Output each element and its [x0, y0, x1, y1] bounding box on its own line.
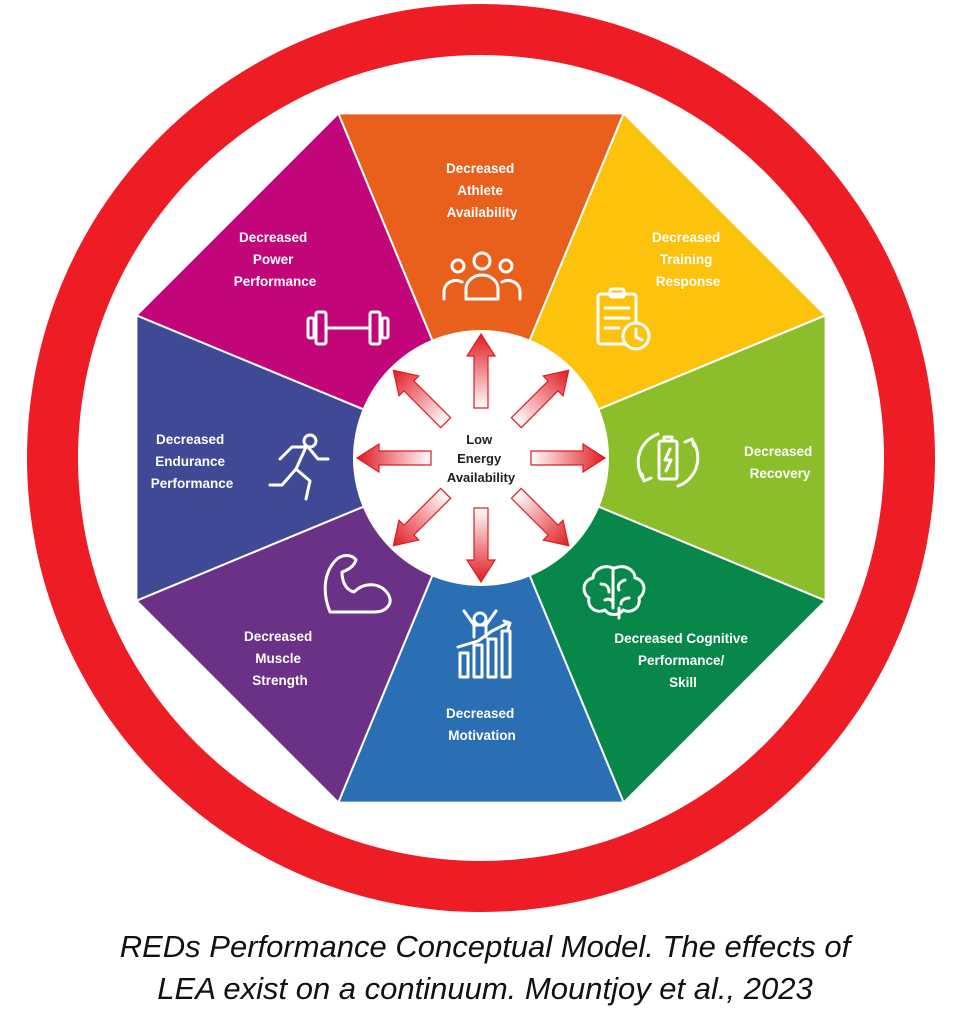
label-cognitive-performance: Decreased Cognitive Performance/ Skill — [614, 631, 751, 690]
label-athlete-availability-line-3: Availability — [447, 205, 518, 220]
label-athlete-availability-line-1: Decreased — [446, 161, 514, 176]
label-motivation: Decreased Motivation — [446, 706, 518, 743]
arrow-cognitive-performance — [510, 487, 570, 547]
label-endurance-performance-line-2: Endurance — [155, 454, 225, 469]
label-endurance-performance: Decreased Endurance Performance — [151, 432, 234, 491]
label-cognitive-performance-line-1: Decreased Cognitive — [614, 631, 748, 646]
people-icon — [442, 251, 522, 301]
label-power-performance-line-1: Decreased — [239, 230, 307, 245]
label-training-response-line-2: Training — [660, 252, 713, 267]
center-line-2: Energy — [457, 451, 502, 466]
segment-labels: Decreased Athlete Availability Decreased… — [151, 161, 816, 743]
arrow-power-performance — [392, 369, 452, 429]
label-cognitive-performance-line-2: Performance/ — [638, 653, 725, 668]
label-training-response-line-3: Response — [656, 274, 721, 289]
center-line-3: Availability — [447, 470, 516, 485]
icons — [268, 251, 700, 679]
arrow-recovery — [530, 442, 607, 474]
label-recovery: Decreased Recovery — [744, 444, 816, 481]
label-recovery-line-1: Decreased — [744, 444, 812, 459]
label-endurance-performance-line-1: Decreased — [156, 432, 224, 447]
center-line-1: Low — [466, 432, 493, 447]
brain-icon — [582, 565, 646, 620]
label-power-performance: Decreased Power Performance — [234, 230, 317, 289]
label-muscle-strength: Decreased Muscle Strength — [244, 629, 316, 688]
label-muscle-strength-line-3: Strength — [252, 673, 308, 688]
label-cognitive-performance-line-3: Skill — [669, 675, 697, 690]
label-muscle-strength-line-2: Muscle — [255, 651, 301, 666]
flexed-arm-icon — [323, 554, 392, 614]
label-motivation-line-2: Motivation — [448, 728, 516, 743]
label-muscle-strength-line-1: Decreased — [244, 629, 312, 644]
arrow-training-response — [510, 369, 570, 429]
arrow-athlete-availability — [465, 332, 497, 409]
arrows — [355, 332, 607, 584]
label-training-response-line-1: Decreased — [652, 230, 720, 245]
center-label: Low Energy Availability — [447, 432, 516, 485]
dumbbell-icon — [306, 310, 390, 346]
label-motivation-line-1: Decreased — [446, 706, 514, 721]
arrow-motivation — [465, 507, 497, 584]
label-power-performance-line-2: Power — [253, 252, 294, 267]
battery-cycle-icon — [636, 432, 700, 488]
arrow-endurance-performance — [355, 442, 432, 474]
label-endurance-performance-line-3: Performance — [151, 476, 234, 491]
label-athlete-availability-line-2: Athlete — [457, 183, 503, 198]
clipboard-clock-icon — [596, 287, 651, 351]
label-recovery-line-2: Recovery — [750, 466, 811, 481]
reds-diagram: REDs: Relative Energy Deficiency in Spor… — [27, 4, 935, 912]
caption-line-1: REDs Performance Conceptual Model. The e… — [119, 929, 851, 964]
celebrating-person-chart-icon — [456, 609, 512, 679]
caption-line-2: LEA exist on a continuum. Mountjoy et al… — [157, 971, 813, 1006]
runner-icon — [268, 433, 330, 501]
arrow-muscle-strength — [392, 487, 452, 547]
figure-caption: REDs Performance Conceptual Model. The e… — [0, 926, 970, 1010]
label-power-performance-line-3: Performance — [234, 274, 317, 289]
label-athlete-availability: Decreased Athlete Availability — [446, 161, 518, 220]
label-training-response: Decreased Training Response — [652, 230, 724, 289]
